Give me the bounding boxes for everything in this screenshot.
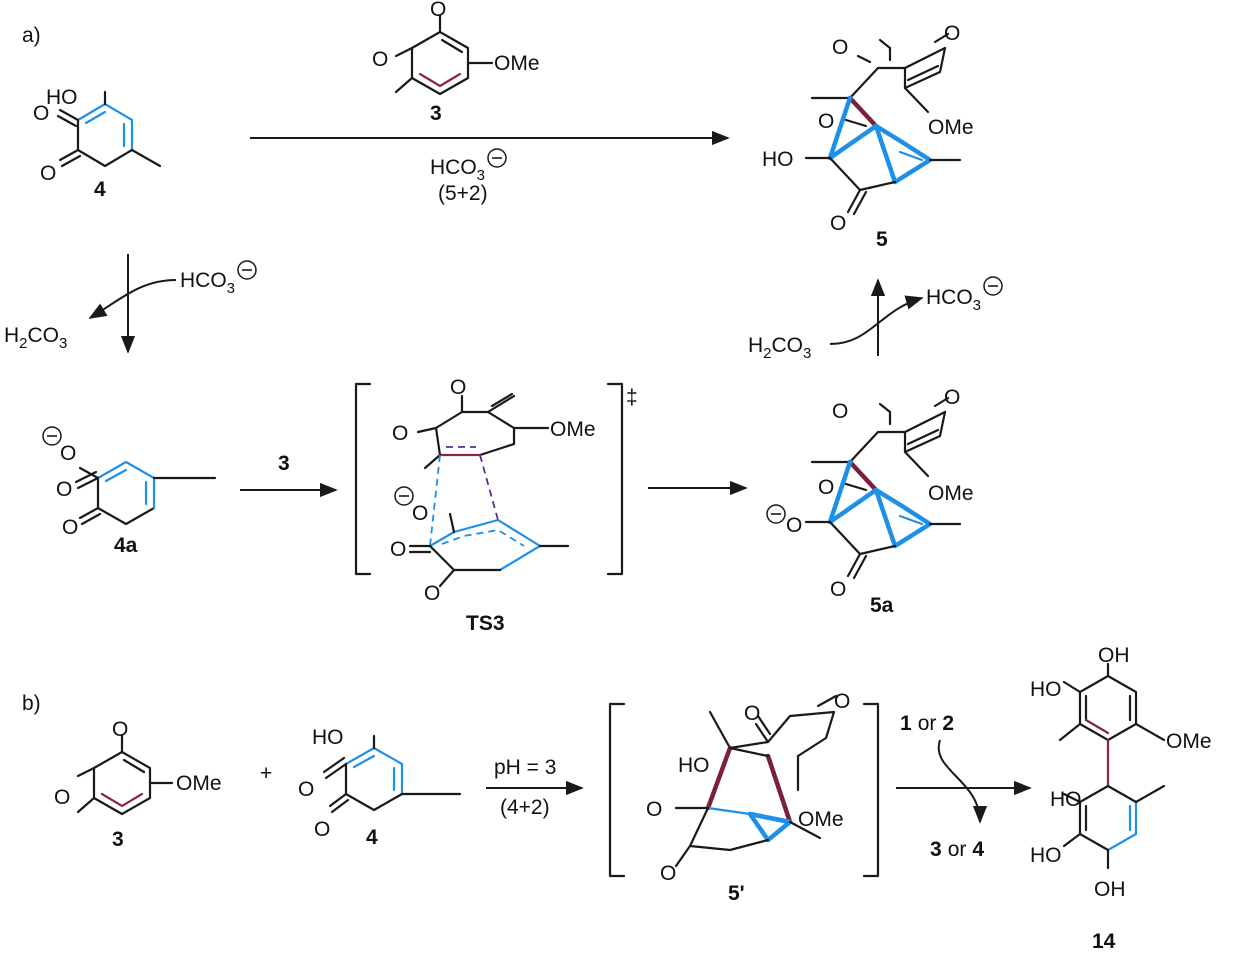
reagent-hco3-top: HCO3 (430, 156, 485, 184)
intermediate-5prime: HO O O OMe O O 5' (608, 690, 880, 905)
charge-minus-icon (394, 486, 414, 506)
compound-4-structure: HO O O 4 (33, 86, 162, 201)
c4-o1: O (33, 102, 49, 125)
c14-ho-mid: HO (1050, 788, 1082, 811)
c14-oh-bottom: OH (1094, 878, 1126, 901)
c5-o-right: O (944, 22, 960, 45)
reagent-h2co3-right: H2CO3 (748, 334, 811, 362)
c5-o-bridge: O (818, 110, 834, 133)
compound-label-3-top: 3 (430, 102, 442, 125)
compound-label-4a: 4a (114, 534, 138, 557)
c5-ome: OMe (928, 116, 974, 139)
c5a-o-minus: O (786, 514, 802, 537)
c4a-o2: O (62, 516, 78, 539)
c3-o-top: O (430, 0, 446, 21)
compound-3-structure: O O OMe 3 (372, 0, 540, 125)
c5a-o-left: O (832, 400, 848, 423)
c4a-o1: O (56, 478, 72, 501)
ts3-o-top: O (450, 376, 466, 399)
c5a-ome: OMe (928, 482, 974, 505)
arrow-label-3: 3 (278, 452, 290, 475)
label-ph: pH = 3 (494, 756, 556, 779)
label-4plus2: (4+2) (500, 796, 550, 819)
c5-ho: HO (762, 148, 794, 171)
charge-minus-icon (42, 426, 62, 446)
c3b-ome: OMe (176, 772, 222, 795)
compound-label-5a: 5a (870, 594, 894, 617)
plus-sign: + (260, 762, 272, 785)
reagent-h2co3-left: H2CO3 (4, 324, 67, 352)
compound-14-structure: OH HO OMe HO HO OH 14 (1030, 644, 1212, 953)
compound-4a-structure: O O O 4a (42, 426, 217, 557)
compound-label-4-bottom: 4 (366, 826, 378, 849)
ts3-o-left: O (392, 422, 408, 445)
compound-4-structure-b: HO O O 4 (298, 726, 462, 849)
curved-arrow-exchange (937, 739, 988, 824)
compound-label-14: 14 (1092, 930, 1116, 953)
c3b-o-top: O (112, 718, 128, 741)
label-5plus2: (5+2) (438, 182, 488, 205)
compound-label-3-bottom: 3 (112, 828, 124, 851)
c14-ho-upper: HO (1030, 678, 1062, 701)
c4b-o2: O (314, 818, 330, 841)
c5a-o-right: O (944, 386, 960, 409)
charge-minus-icon (983, 276, 1003, 296)
c14-ho-lower: HO (1030, 844, 1062, 867)
c5-o-left: O (832, 36, 848, 59)
c14-oh-top: OH (1098, 644, 1130, 667)
c5-o-bottom: O (830, 212, 846, 235)
c5p-o-left: O (744, 702, 760, 725)
c4b-o1: O (298, 778, 314, 801)
c3-ome: OMe (494, 52, 540, 75)
curved-arrow-left (88, 279, 177, 319)
reagent-hco3-right: HCO3 (926, 286, 981, 314)
ts3-o1: O (390, 538, 406, 561)
compound-label-5prime: 5' (728, 882, 745, 905)
ts3-ddagger: ‡ (626, 386, 638, 409)
compound-5-structure: O O OMe O HO O 5 (762, 22, 974, 251)
c4-o2: O (40, 162, 56, 185)
c5p-o1: O (646, 798, 662, 821)
c5a-o-bottom: O (830, 578, 846, 601)
compound-5a-structure: O O OMe O O O 5a (766, 386, 974, 617)
compound-3-structure-b: O O OMe 3 (54, 718, 222, 851)
c5p-ho: HO (678, 754, 710, 777)
charge-minus-icon (487, 148, 507, 168)
c5p-o-right: O (834, 690, 850, 713)
c5p-ome: OMe (798, 808, 844, 831)
c14-ome: OMe (1166, 730, 1212, 753)
compound-label-ts3: TS3 (466, 612, 505, 635)
ts3-o-minus: O (412, 502, 428, 525)
charge-minus-icon (766, 504, 786, 524)
c4-ho: HO (46, 86, 78, 109)
c4b-ho: HO (312, 726, 344, 749)
c3b-o-left: O (54, 786, 70, 809)
ts3-ome: OMe (550, 418, 596, 441)
ts3-o2: O (424, 582, 440, 605)
panel-label-b: b) (22, 692, 41, 715)
curved-arrow-right (829, 295, 924, 345)
compound-label-4: 4 (94, 178, 106, 201)
transition-state-ts3: ‡ O O OMe O O O TS3 (354, 376, 638, 635)
compound-label-5: 5 (876, 228, 888, 251)
c5p-o2: O (660, 862, 676, 885)
c5a-o-bridge: O (818, 476, 834, 499)
reagent-hco3-left: HCO3 (180, 269, 235, 297)
panel-label-a: a) (22, 24, 41, 47)
c3-o-left: O (372, 48, 388, 71)
charge-minus-icon (237, 260, 257, 280)
c4a-o-minus: O (60, 442, 76, 465)
